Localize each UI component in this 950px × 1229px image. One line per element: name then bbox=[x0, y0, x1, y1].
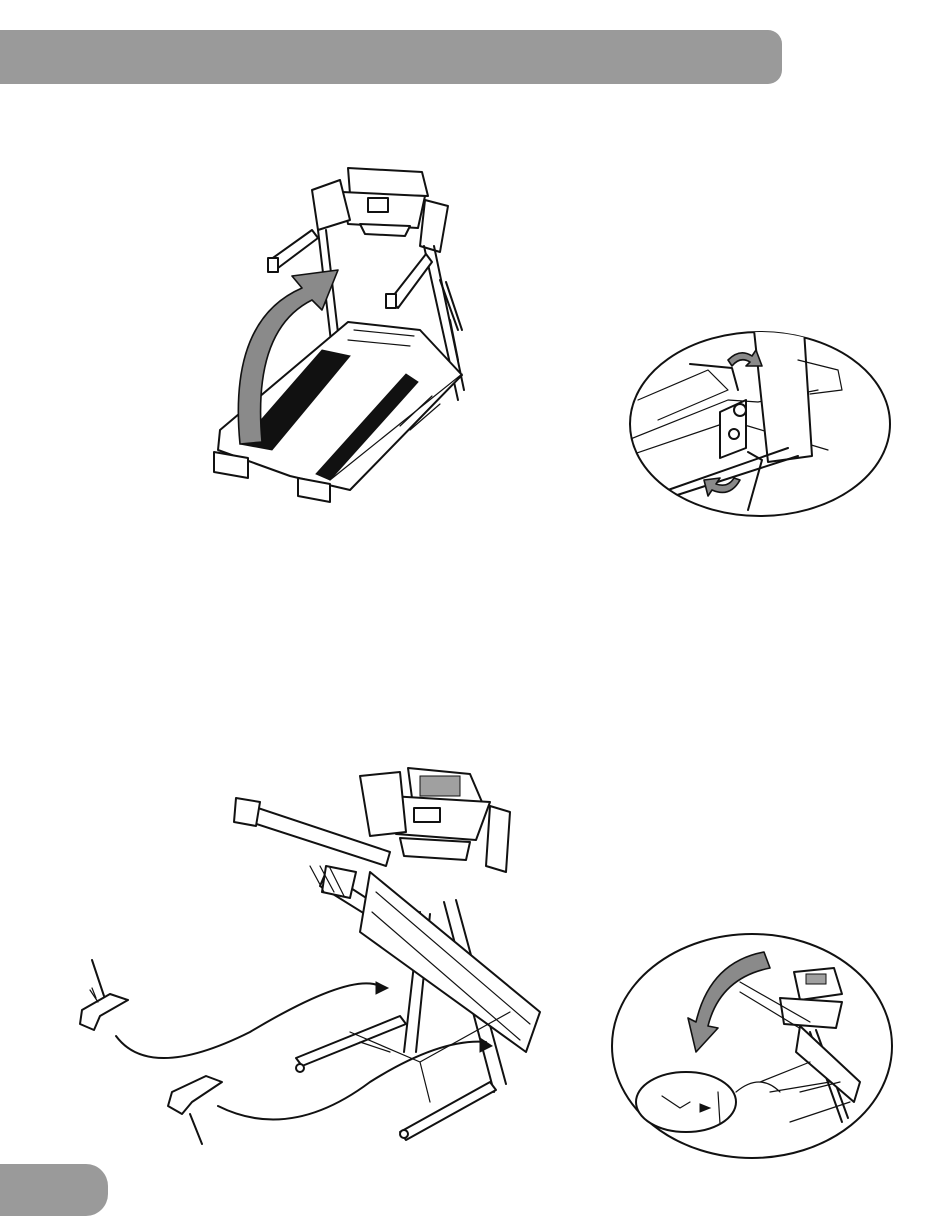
header-bar bbox=[0, 30, 782, 84]
base-covers-figure bbox=[70, 762, 570, 1162]
left-cover-part bbox=[80, 994, 128, 1030]
fold-down-figure bbox=[610, 932, 894, 1162]
insert-arrow-icon-2 bbox=[480, 1038, 492, 1052]
page-number-tab bbox=[0, 1164, 108, 1216]
right-cover-part bbox=[168, 1076, 222, 1114]
rotate-cw-icon bbox=[728, 350, 762, 366]
down-arrow-icon bbox=[688, 952, 770, 1052]
treadmill-lift-figure bbox=[200, 160, 480, 520]
wrench-detail-figure bbox=[628, 330, 892, 518]
insert-arrow-icon bbox=[376, 982, 388, 994]
